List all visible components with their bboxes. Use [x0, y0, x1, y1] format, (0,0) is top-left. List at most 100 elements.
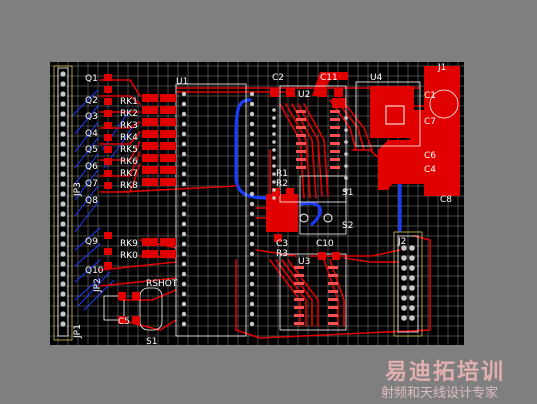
label-R2: R2: [276, 179, 288, 189]
through-hole-pad: [272, 124, 276, 128]
through-hole-pad: [60, 191, 66, 197]
label-RK4: RK4: [120, 133, 138, 143]
s2-button-outline: [323, 213, 333, 223]
through-hole-pad: [249, 171, 255, 177]
label-RK6: RK6: [120, 157, 138, 167]
label-Q7: Q7: [85, 179, 98, 189]
label-JP1: JP1: [73, 324, 83, 339]
through-hole-pad: [181, 221, 187, 227]
smd-pads: [104, 74, 454, 324]
through-hole-pad: [249, 161, 255, 167]
fine-pitch-pads: [294, 110, 340, 325]
through-hole-pad: [60, 111, 66, 117]
silkscreen-labels: Q1 Q2 Q3 Q4 Q5 Q6 Q7 Q8 Q9 Q10 RK1 RK2 R…: [73, 63, 452, 345]
label-C2: C2: [272, 73, 284, 83]
through-hole-pad: [60, 171, 66, 177]
through-hole-pad: [181, 121, 187, 127]
through-hole-pad: [60, 211, 66, 217]
through-hole-pad: [249, 191, 255, 197]
label-C10: C10: [316, 239, 334, 249]
through-hole-pad: [272, 116, 276, 120]
through-hole-pad: [409, 285, 415, 291]
through-hole-pad: [249, 251, 255, 257]
through-hole-pad: [409, 265, 415, 271]
through-hole-pad: [249, 221, 255, 227]
through-hole-pad: [181, 321, 187, 327]
through-hole-pad: [181, 201, 187, 207]
pcb-board[interactable]: Q1 Q2 Q3 Q4 Q5 Q6 Q7 Q8 Q9 Q10 RK1 RK2 R…: [50, 62, 464, 345]
through-hole-pad: [272, 172, 276, 176]
through-hole-pad: [60, 151, 66, 157]
through-hole-pad: [60, 221, 66, 227]
through-hole-pad: [272, 180, 276, 184]
through-hole-pad: [181, 181, 187, 187]
through-hole-pad: [249, 91, 255, 97]
keepout-outlines: [53, 65, 423, 341]
through-hole-pad: [60, 181, 66, 187]
through-hole-pad: [409, 305, 415, 311]
through-hole-pad: [409, 245, 415, 251]
through-hole-pad: [181, 291, 187, 297]
through-hole-pad: [272, 148, 276, 152]
through-hole-pad: [249, 131, 255, 137]
label-U2: U2: [298, 90, 310, 100]
through-hole-pad: [60, 321, 66, 327]
through-hole-pad: [249, 301, 255, 307]
through-hole-pad: [409, 275, 415, 281]
through-hole-pad: [60, 231, 66, 237]
label-C5: C5: [118, 317, 130, 327]
through-hole-pad: [249, 151, 255, 157]
through-hole-pad: [249, 201, 255, 207]
label-C1: C1: [424, 91, 436, 101]
u4-center-pad: [385, 105, 405, 125]
through-hole-pad: [181, 211, 187, 217]
through-hole-pad: [344, 116, 348, 120]
watermark: 易迪拓培训 射频和天线设计专家: [377, 352, 537, 404]
through-hole-pad: [181, 101, 187, 107]
label-C8: C8: [440, 195, 452, 205]
through-hole-pad: [272, 196, 276, 200]
through-hole-pads: [60, 71, 415, 327]
through-hole-pad: [249, 211, 255, 217]
through-hole-pad: [401, 285, 407, 291]
label-Q8: Q8: [85, 196, 98, 206]
through-hole-pad: [60, 311, 66, 317]
through-hole-pad: [344, 188, 348, 192]
label-S1: S1: [342, 188, 353, 198]
through-hole-pad: [60, 281, 66, 287]
label-JP2: JP2: [93, 278, 103, 293]
through-hole-pad: [401, 255, 407, 261]
through-hole-pad: [249, 281, 255, 287]
label-Q2: Q2: [85, 96, 98, 106]
through-hole-pad: [401, 245, 407, 251]
label-C3: C3: [276, 239, 288, 249]
through-hole-pad: [272, 164, 276, 168]
through-hole-pad: [401, 295, 407, 301]
through-hole-pad: [401, 265, 407, 271]
label-RK8: RK8: [120, 181, 138, 191]
label-RSHOT: RSHOT: [146, 279, 178, 289]
through-hole-pad: [60, 161, 66, 167]
label-Q4: Q4: [85, 129, 98, 139]
label-Q10: Q10: [85, 266, 104, 276]
through-hole-pad: [249, 261, 255, 267]
label-U4: U4: [370, 73, 383, 83]
through-hole-pad: [249, 271, 255, 277]
label-Q9: Q9: [85, 237, 98, 247]
through-hole-pad: [181, 251, 187, 257]
label-RK2: RK2: [120, 109, 138, 119]
label-C7: C7: [424, 117, 436, 127]
through-hole-pad: [181, 301, 187, 307]
through-hole-pad: [181, 241, 187, 247]
through-hole-pad: [249, 181, 255, 187]
through-hole-pad: [249, 101, 255, 107]
through-hole-pad: [181, 111, 187, 117]
silkscreen-outlines: [57, 67, 459, 337]
through-hole-pad: [249, 141, 255, 147]
label-R3: R3: [276, 249, 288, 259]
through-hole-pad: [272, 188, 276, 192]
through-hole-pad: [401, 305, 407, 311]
label-Q5: Q5: [85, 145, 98, 155]
label-RK9: RK9: [120, 239, 138, 249]
